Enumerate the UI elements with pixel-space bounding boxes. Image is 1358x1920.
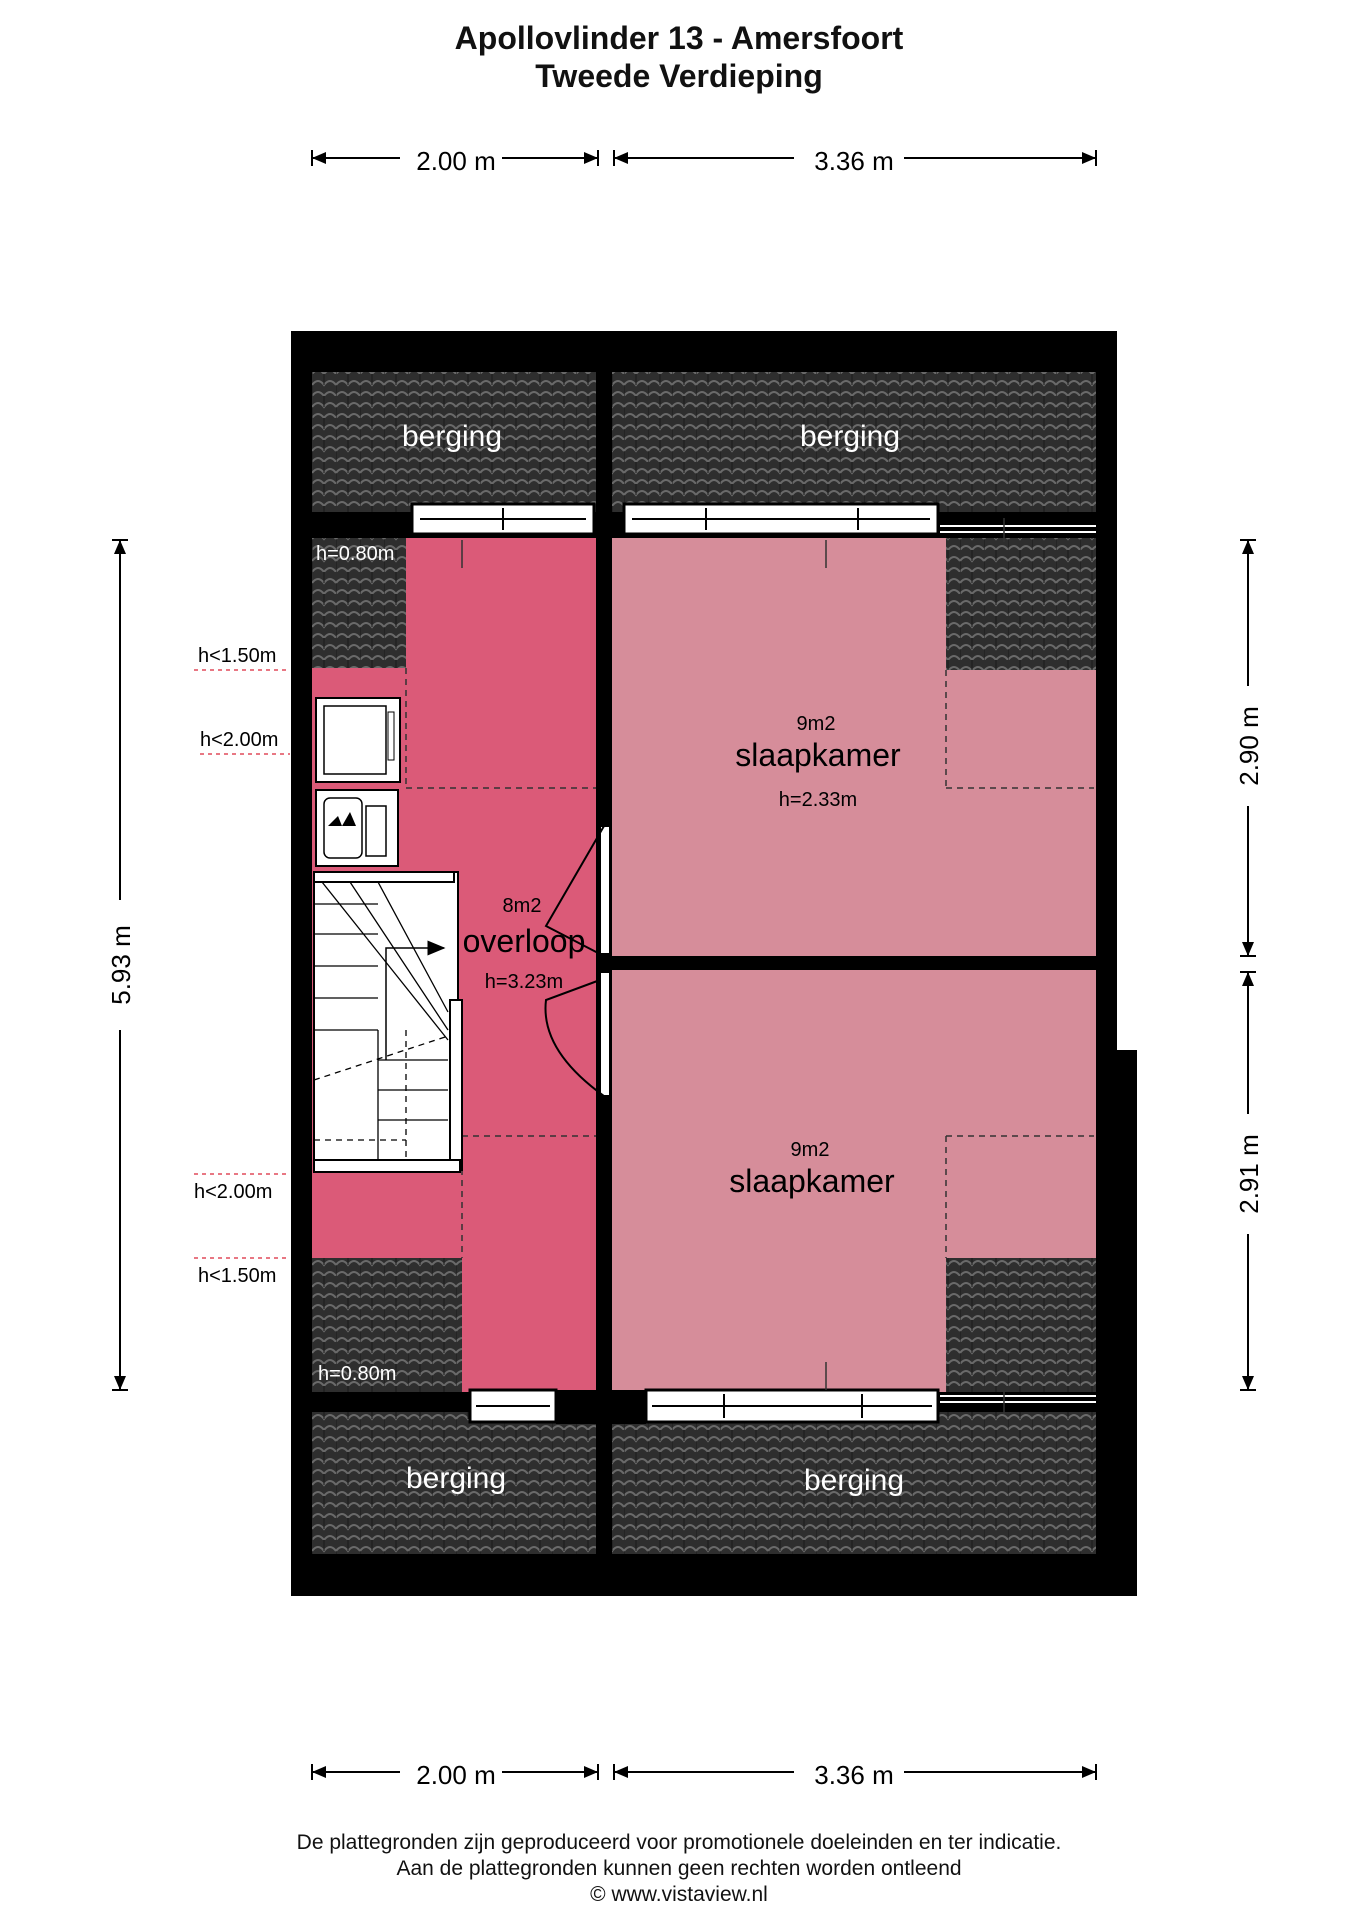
dim-right-upper: 2.90 m: [1234, 706, 1264, 786]
dim-right-lower: 2.91 m: [1234, 1134, 1264, 1214]
dim-left-total: 5.93 m: [106, 925, 136, 1005]
door-lower-bedroom: [544, 971, 611, 1097]
berging-bottom-left-area: [312, 1412, 596, 1554]
room-berging-bottom-right: berging: [804, 1464, 904, 1497]
room-berging-top-left: berging: [402, 420, 502, 453]
slaapkamer-upper-height: h=2.33m: [779, 789, 857, 811]
copyright-link[interactable]: © www.vistaview.nl: [590, 1883, 768, 1906]
overloop-area-label: 8m2: [503, 895, 542, 917]
bedroom-divider-wall: [612, 956, 1096, 970]
staircase: [313, 871, 463, 1173]
slaapkamer-upper-name: slaapkamer: [735, 737, 901, 773]
overloop-height: h=3.23m: [485, 971, 563, 993]
door-upper-bedroom: [544, 825, 611, 955]
height-marker-bottom-150: h<1.50m: [198, 1265, 276, 1287]
slope-left-bottom: [312, 1258, 462, 1392]
overloop-name: overloop: [463, 923, 586, 959]
slaapkamer-lower-area-label: 9m2: [791, 1139, 830, 1161]
berging-bottom-right-area: [612, 1412, 1096, 1554]
height-marker-bottom-080: h=0.80m: [318, 1363, 396, 1385]
disclaimer-line-2: Aan de plattegronden kunnen geen rechten…: [396, 1857, 962, 1880]
dim-bottom-right: 3.36 m: [814, 1760, 894, 1790]
room-berging-top-right: berging: [800, 420, 900, 453]
height-marker-top-150: h<1.50m: [198, 645, 276, 667]
window-top-left: [410, 502, 596, 536]
dim-top-left: 2.00 m: [416, 146, 496, 176]
window-bottom-right: [644, 1388, 940, 1424]
outer-wall-step: [1117, 1050, 1137, 1596]
washing-machine-icon: [315, 697, 401, 783]
disclaimer-line-1: De plattegronden zijn geproduceerd voor …: [296, 1831, 1062, 1854]
plan-title: Apollovlinder 13 - Amersfoort: [454, 20, 904, 56]
height-marker-bottom-200: h<2.00m: [194, 1181, 272, 1203]
plan-subtitle: Tweede Verdieping: [535, 58, 823, 94]
slope-left-top: [312, 538, 406, 668]
middle-wall: [596, 372, 612, 1554]
dim-top-right: 3.36 m: [814, 146, 894, 176]
boiler-icon: [315, 789, 399, 867]
overloop-area-upper: [406, 538, 598, 668]
berging-top-left-area: [312, 372, 596, 512]
slaapkamer-lower-name: slaapkamer: [729, 1163, 895, 1199]
room-berging-bottom-left: berging: [406, 1462, 506, 1495]
slaapkamer-upper-area-label: 9m2: [797, 713, 836, 735]
window-top-right: [622, 502, 940, 536]
height-marker-top-080: h=0.80m: [316, 543, 394, 565]
window-bottom-left: [468, 1388, 558, 1424]
dim-bottom-left: 2.00 m: [416, 1760, 496, 1790]
berging-top-right-area: [612, 372, 1096, 512]
height-marker-top-200: h<2.00m: [200, 729, 278, 751]
overloop-area-lower: [462, 1258, 598, 1392]
